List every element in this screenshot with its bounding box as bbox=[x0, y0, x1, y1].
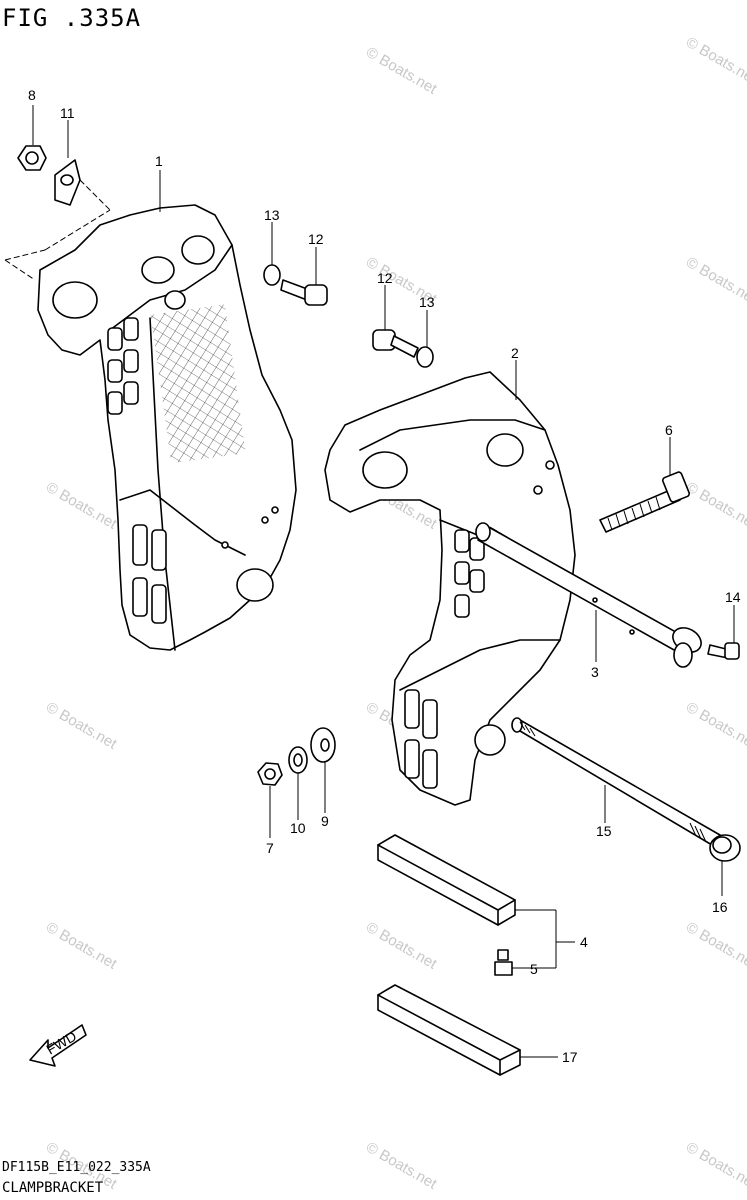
callout-4: 4 bbox=[580, 934, 588, 950]
callout-9: 9 bbox=[321, 813, 329, 829]
tilt-tube-shaft bbox=[475, 522, 702, 668]
watermark: © Boats.net bbox=[363, 1139, 440, 1193]
callout-11: 11 bbox=[60, 105, 75, 121]
figure-title: FIG .335A bbox=[2, 4, 142, 32]
long-bolt bbox=[599, 471, 691, 533]
callout-14: 14 bbox=[725, 589, 741, 605]
callout-12: 12 bbox=[377, 270, 393, 286]
clamp-bracket-right bbox=[324, 371, 576, 806]
watermark: © Boats.net bbox=[43, 919, 120, 973]
callout-5: 5 bbox=[530, 961, 538, 977]
watermark: © Boats.net bbox=[43, 479, 120, 533]
watermark: © Boats.net bbox=[683, 34, 747, 88]
lower-shaft bbox=[511, 717, 721, 846]
leader-lines bbox=[4, 105, 735, 1058]
callout-7: 7 bbox=[266, 840, 274, 856]
callout-labels: 8 11 1 13 12 12 13 2 6 14 3 7 10 9 15 16… bbox=[28, 87, 741, 1065]
callout-6: 6 bbox=[665, 422, 673, 438]
watermark: © Boats.net bbox=[363, 919, 440, 973]
callout-13: 13 bbox=[264, 207, 280, 223]
watermark: © Boats.net bbox=[363, 44, 440, 98]
figure-name: CLAMPBRACKET bbox=[2, 1180, 104, 1196]
watermark: © Boats.net bbox=[683, 479, 747, 533]
callout-1: 1 bbox=[155, 153, 163, 169]
spacer-plates bbox=[377, 834, 521, 1076]
callout-8: 8 bbox=[28, 87, 36, 103]
figure-code: DF115B_E11_022_335A bbox=[2, 1160, 151, 1175]
watermark: © Boats.net bbox=[683, 919, 747, 973]
nut-washer-set bbox=[257, 727, 336, 786]
callout-3: 3 bbox=[591, 664, 599, 680]
flange-nut bbox=[709, 834, 741, 862]
watermark: © Boats.net bbox=[683, 1139, 747, 1193]
callout-13: 13 bbox=[419, 294, 435, 310]
watermark: © Boats.net bbox=[683, 699, 747, 753]
callout-2: 2 bbox=[511, 345, 519, 361]
callout-17: 17 bbox=[562, 1049, 578, 1065]
callout-16: 16 bbox=[712, 899, 728, 915]
upper-fasteners bbox=[17, 145, 434, 368]
clamp-bracket-left bbox=[37, 204, 297, 651]
callout-10: 10 bbox=[290, 820, 306, 836]
small-bolt bbox=[707, 642, 740, 660]
watermark: © Boats.net bbox=[683, 254, 747, 308]
callout-12: 12 bbox=[308, 231, 324, 247]
fwd-arrow: FWD bbox=[29, 1024, 87, 1067]
watermark: © Boats.net bbox=[43, 699, 120, 753]
callout-15: 15 bbox=[596, 823, 612, 839]
